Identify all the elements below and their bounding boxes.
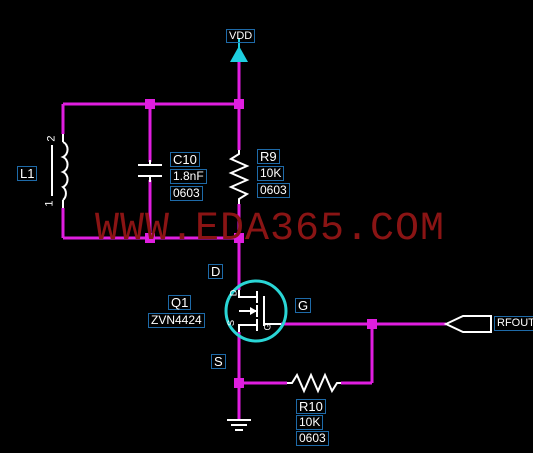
junction-dot: [234, 99, 244, 109]
watermark-text: WWW.EDA365.COM: [95, 207, 446, 252]
junction-dot: [234, 378, 244, 388]
q1-pin-d-label: D: [228, 289, 239, 297]
rfout-port-symbol: [443, 315, 492, 333]
q1-pin-g-label: G: [262, 323, 273, 331]
junction-dot: [145, 99, 155, 109]
junction-dots: [145, 99, 377, 388]
r10-package-label: 0603: [296, 431, 329, 446]
q1-drain-label: D: [208, 264, 224, 279]
q1-pin-s-label: S: [226, 319, 237, 327]
junction-dot: [234, 233, 244, 243]
vdd-label: VDD: [226, 29, 256, 43]
c10-ref-label: C10: [170, 152, 200, 167]
junction-dot: [145, 233, 155, 243]
ground-symbol: [227, 419, 251, 431]
inductor-l1-symbol: [51, 134, 69, 208]
r9-value-label: 10K: [257, 166, 285, 181]
mosfet-q1-symbol: [224, 279, 288, 343]
q1-gate-label: G: [295, 298, 312, 313]
r9-package-label: 0603: [257, 183, 290, 198]
capacitor-c10-symbol: [138, 160, 162, 182]
l1-pin1-label: 1: [43, 200, 56, 207]
resistor-r9-symbol: [228, 150, 250, 204]
q1-ref-label: Q1: [168, 295, 192, 310]
r9-ref-label: R9: [257, 149, 280, 164]
q1-part-label: ZVN4424: [148, 313, 205, 328]
junction-dot: [367, 319, 377, 329]
c10-package-label: 0603: [170, 186, 203, 201]
q1-source-label: S: [211, 354, 226, 369]
r10-value-label: 10K: [296, 415, 324, 430]
r10-ref-label: R10: [296, 399, 326, 414]
c10-value-label: 1.8nF: [170, 169, 207, 184]
resistor-r10-symbol: [287, 372, 341, 394]
vdd-symbol: [230, 38, 248, 62]
l1-ref-label: L1: [17, 166, 38, 181]
l1-pin2-label: 2: [45, 135, 58, 142]
rfout-port-label: RFOUT: [494, 316, 533, 331]
